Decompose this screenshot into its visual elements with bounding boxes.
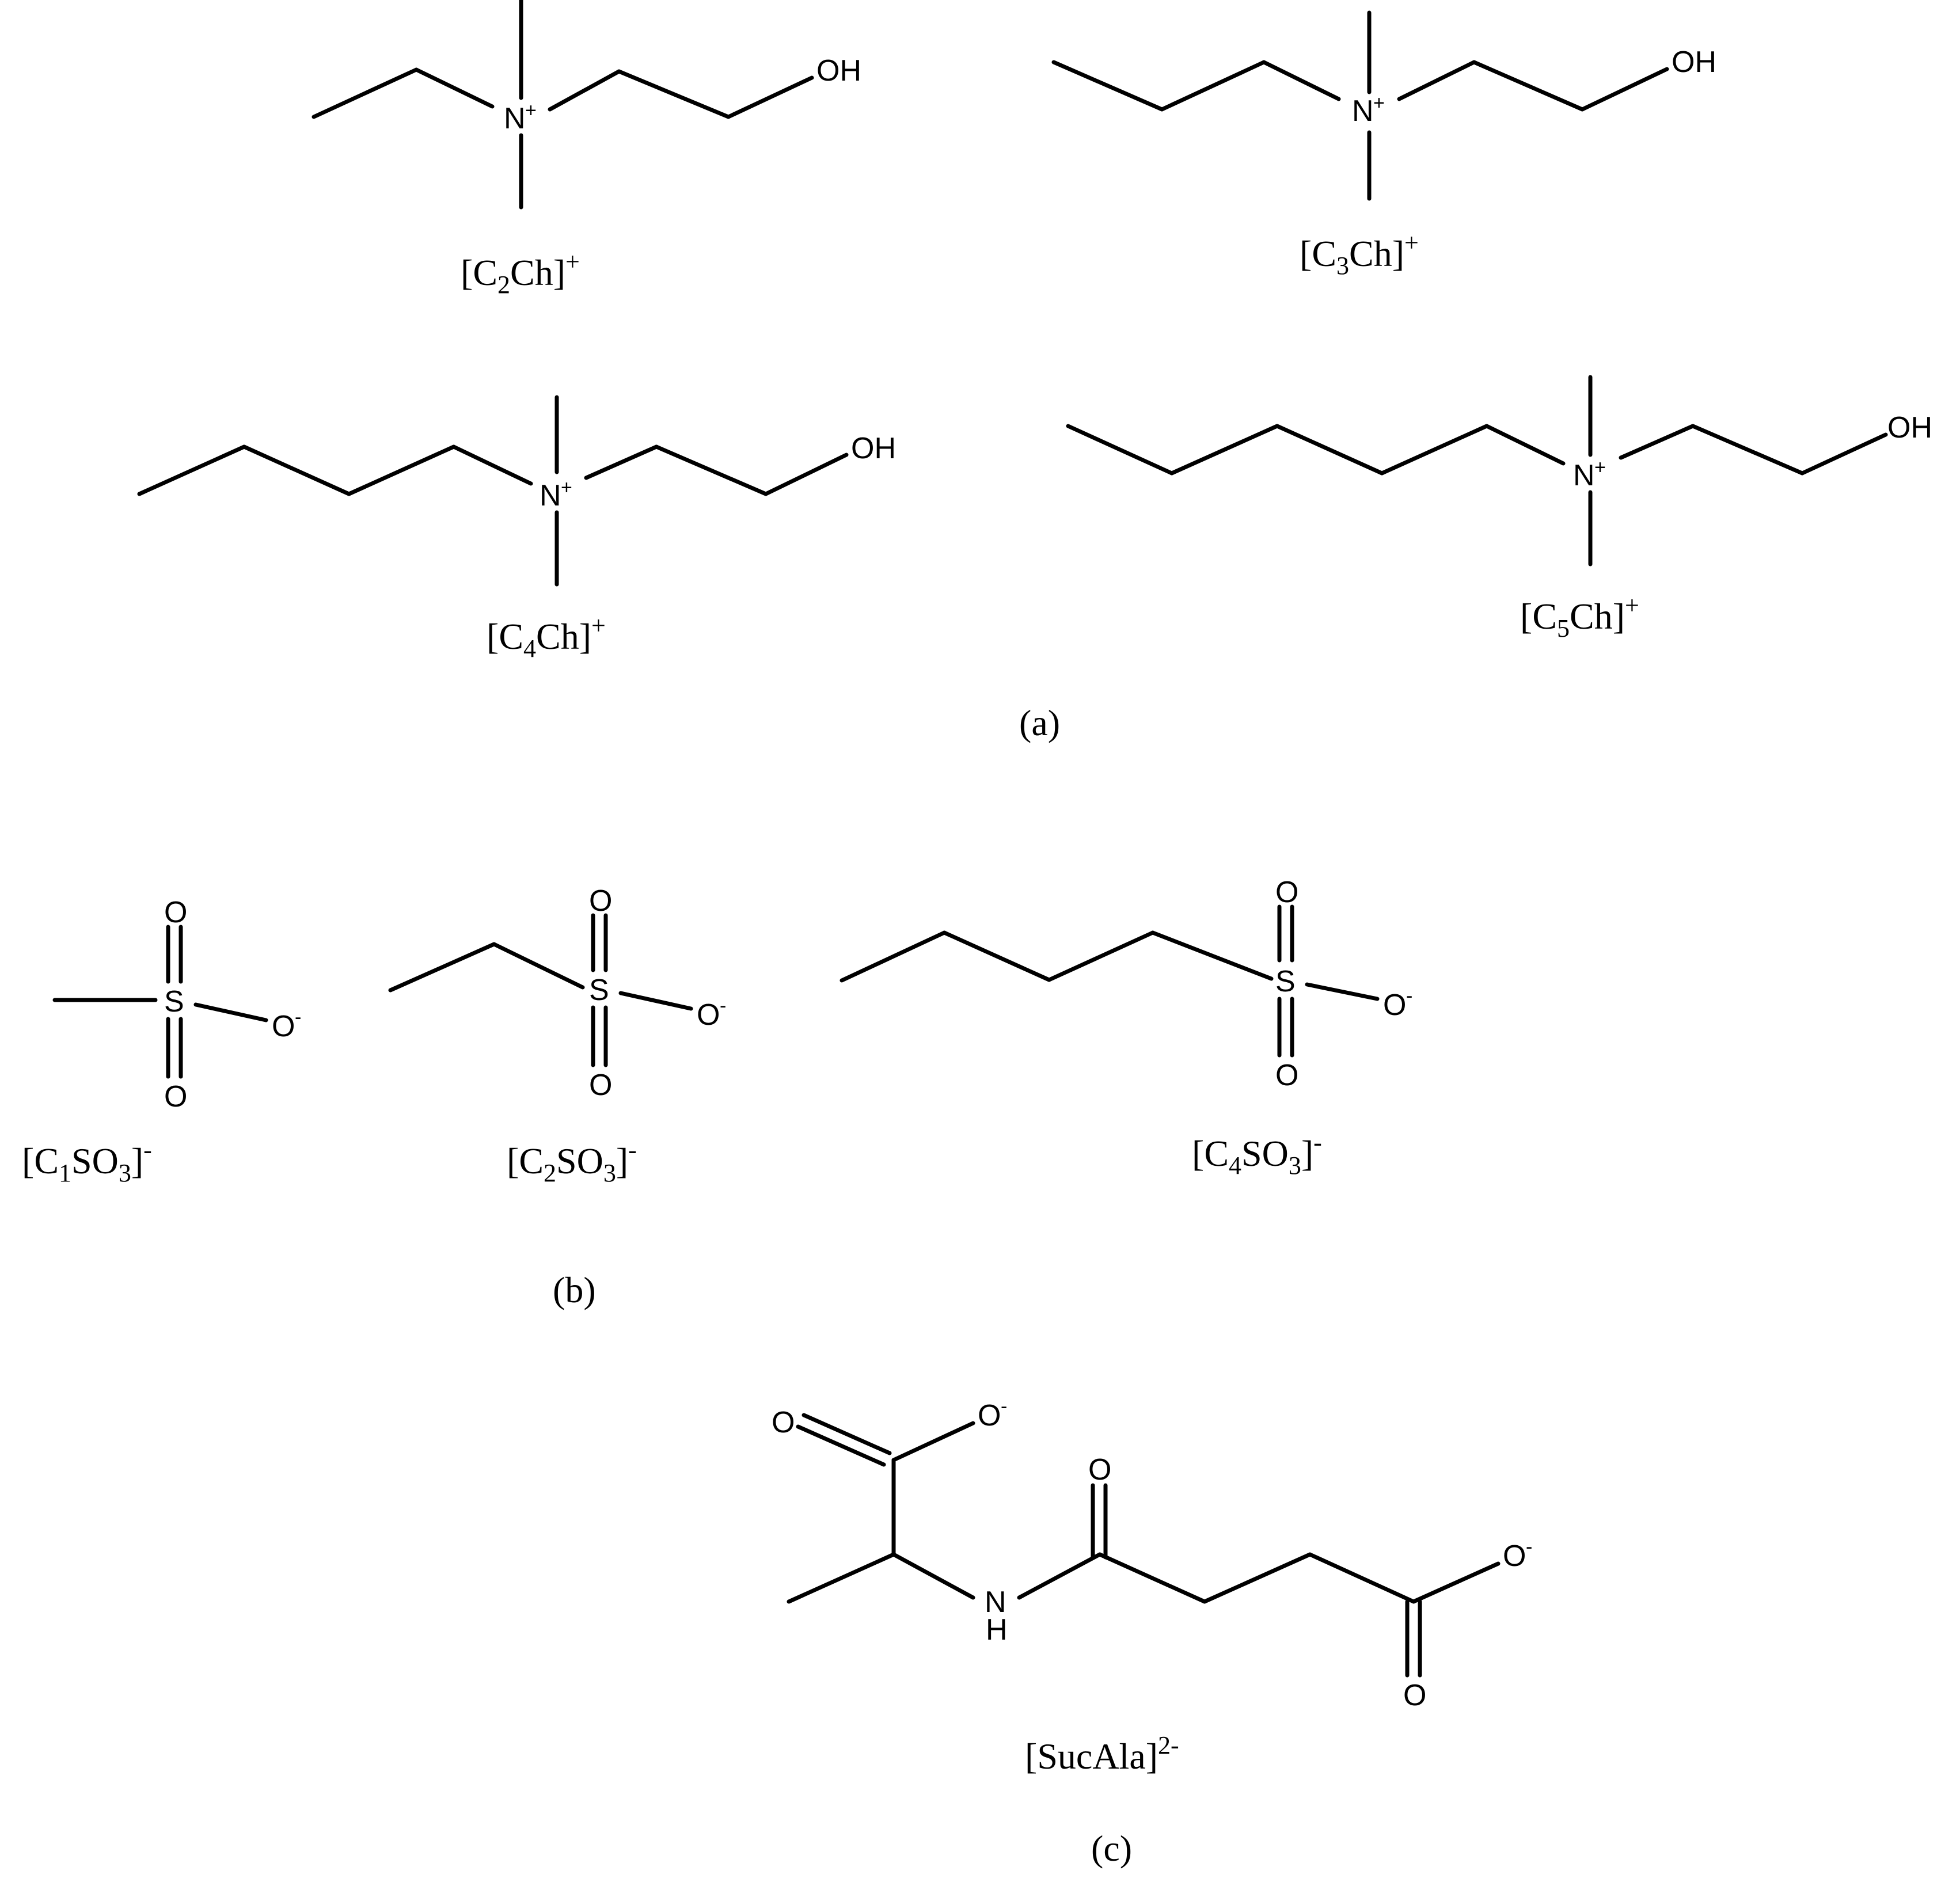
c4so3-structure-bonds [840,904,1380,1058]
panel-label-b: (b) [553,1269,596,1310]
c2so3-oxygen-bottom: O [589,1069,612,1102]
c2ch-structure-bonds [312,0,814,210]
c2so3-oxygen-charge: - [720,995,726,1017]
ion-label-c4so3: [C4SO3]- [1192,1128,1322,1180]
c4so3-oxygen-top: O [1275,876,1298,909]
panel-label-a: (a) [1019,702,1060,743]
ion-label-c2so3: [C2SO3]- [507,1136,637,1187]
bond-lines [52,0,1888,1678]
c4ch-nitrogen-charge: + [561,477,572,499]
c3ch-nitrogen: N [1352,94,1374,128]
c1so3-oxygen-charge: - [295,1006,301,1028]
sucala-carboxylate-oxygen-left: O [978,1399,1001,1432]
sucala-amide-oxygen: O [1088,1453,1111,1486]
c2so3-oxygen-top: O [589,884,612,918]
c4ch-structure-bonds [137,395,849,587]
c2ch-hydroxyl: OH [816,54,861,88]
ion-labels: [C2Ch]+ [C3Ch]+ [C4Ch]+ [C5Ch]+ [C1SO3]-… [22,229,1639,1777]
panel-label-c: (c) [1091,1828,1132,1869]
c4so3-oxygen-anionic: O [1383,988,1406,1022]
sucala-carboxylate-charge-right: - [1526,1536,1532,1558]
c2ch-nitrogen: N [504,102,526,135]
ion-label-c2ch: [C2Ch]+ [461,248,580,299]
ion-label-c5ch: [C5Ch]+ [1520,591,1639,642]
c3ch-structure-bonds [1051,10,1669,201]
sucala-carbonyl-oxygen-left: O [772,1406,795,1439]
c4so3-oxygen-bottom: O [1275,1059,1298,1092]
c2so3-oxygen-anionic: O [697,998,720,1032]
sucala-carboxylate-charge-left: - [1001,1396,1007,1417]
panel-labels: (a) (b) (c) [553,702,1132,1869]
ion-label-c4ch: [C4Ch]+ [487,611,606,663]
c3ch-hydroxyl: OH [1672,45,1716,79]
c5ch-nitrogen: N [1573,459,1595,492]
c4ch-nitrogen: N [540,479,561,512]
ion-label-c3ch: [C3Ch]+ [1300,229,1419,280]
c5ch-hydroxyl: OH [1887,411,1932,444]
c4ch-hydroxyl: OH [851,432,896,465]
c4so3-sulfur: S [1275,965,1296,998]
sucala-amide-nitrogen: N [985,1586,1006,1619]
c3ch-nitrogen-charge: + [1373,92,1385,114]
sucala-carbonyl-oxygen-right: O [1403,1679,1426,1712]
sucala-carboxylate-oxygen-right: O [1503,1539,1526,1573]
ion-label-sucala: [SucAla]2- [1025,1731,1179,1777]
c5ch-nitrogen-charge: + [1594,457,1606,478]
atom-labels: OH N + OH N + OH N + OH N + O S O O - O … [164,45,1932,1712]
c2so3-sulfur: S [589,974,609,1007]
c2ch-nitrogen-charge: + [525,100,537,121]
c1so3-sulfur: S [164,985,184,1018]
sucala-amide-hydrogen: H [986,1613,1008,1647]
c1so3-structure-bonds [52,925,268,1079]
c4so3-oxygen-charge: - [1406,985,1412,1007]
c1so3-oxygen-bottom: O [164,1080,187,1113]
ion-label-c1so3: [C1SO3]- [22,1136,152,1187]
c2so3-structure-bonds [388,913,693,1067]
sucala-structure-bonds [787,1413,1501,1678]
c1so3-oxygen-anionic: O [272,1010,295,1043]
c5ch-structure-bonds [1066,375,1888,566]
c1so3-oxygen-top: O [164,896,187,929]
